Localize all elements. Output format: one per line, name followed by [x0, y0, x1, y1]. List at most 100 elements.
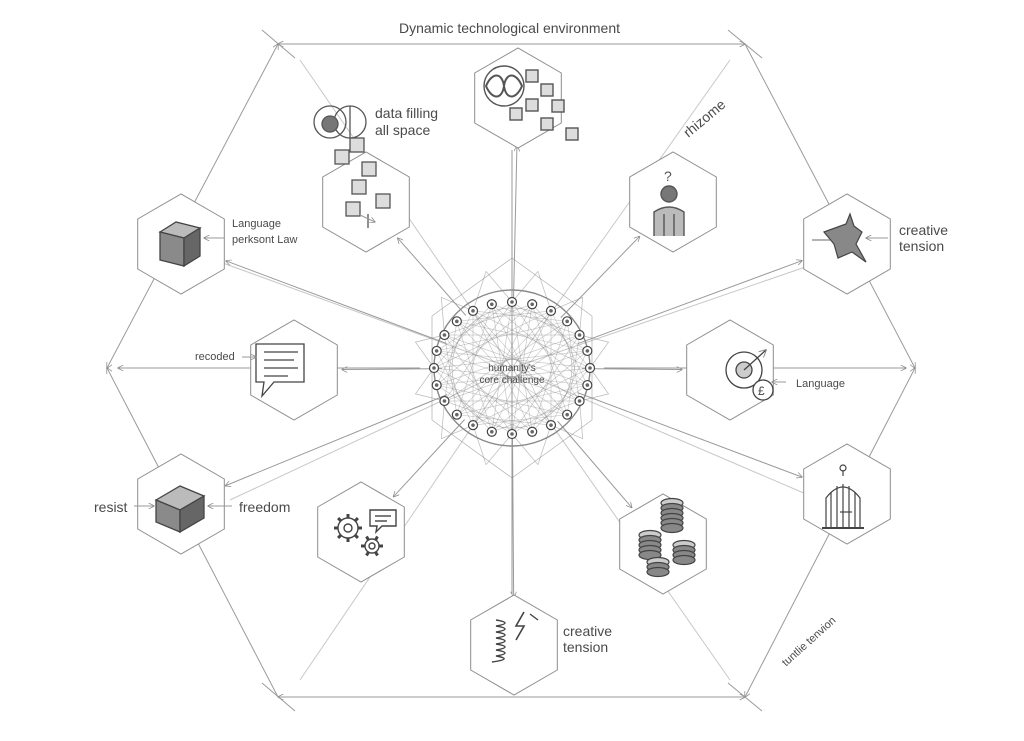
sphere-edge — [436, 320, 568, 352]
connector-hex-top — [513, 146, 517, 299]
hex-bottom — [470, 594, 558, 696]
sphere-spike — [440, 296, 474, 336]
guide-line-1 — [511, 59, 731, 369]
spring-lightning-icon — [491, 611, 539, 663]
sphere-edge — [511, 301, 588, 352]
hex-right-mid — [686, 319, 774, 421]
connector-hex-bottom-left — [394, 419, 465, 496]
sphere-edge — [456, 321, 493, 432]
sphere-edge — [491, 301, 513, 432]
sphere-edge — [511, 301, 533, 432]
person-question-icon: ? — [653, 168, 685, 236]
sphere-edge — [436, 350, 591, 369]
sphere-spike — [414, 367, 445, 402]
label-creative-tension-bottom-line2: tension — [563, 639, 609, 655]
hex-bottom-right — [619, 493, 707, 595]
sphere-edge — [436, 310, 474, 386]
label-pointers — [134, 214, 888, 506]
sphere-edge — [433, 367, 493, 432]
label-resist: resist — [94, 499, 128, 515]
sphere-edge — [444, 321, 568, 402]
network-node-core — [455, 412, 459, 417]
sphere-spike — [579, 367, 610, 402]
network-node-core — [471, 309, 475, 313]
sphere-edge — [456, 414, 552, 426]
svg-text:?: ? — [664, 168, 672, 184]
network-node-core — [565, 412, 569, 417]
connector-hex-left-mid — [342, 369, 443, 370]
cube-icon — [154, 485, 206, 534]
network-node-core — [442, 399, 447, 403]
sphere-edge — [531, 367, 591, 432]
sphere-edge — [444, 400, 533, 433]
sphere-edge — [531, 304, 591, 369]
network-node-core — [565, 319, 569, 324]
sphere-edge — [456, 321, 580, 402]
connector-hex-right-upper — [577, 261, 802, 345]
sphere-edge — [436, 384, 568, 416]
hex-top-right — [629, 151, 717, 253]
target-coin-icon: £ — [725, 350, 774, 401]
hex-bottom-left — [317, 481, 405, 583]
sphere-spike — [472, 425, 513, 466]
network-node-core — [549, 423, 553, 427]
label-recoded: recoded — [195, 351, 235, 363]
sphere-edge — [511, 304, 533, 435]
network-node-core — [585, 349, 590, 353]
sphere-edge — [444, 334, 458, 415]
network-node-core — [510, 432, 514, 436]
network-node-core — [434, 349, 439, 353]
network-node-core — [577, 399, 582, 403]
hex-top-left — [322, 151, 410, 253]
label-creative-tension-right-line2: tension — [899, 238, 945, 254]
sphere-edge — [472, 414, 568, 426]
gear-tooth — [365, 551, 370, 557]
sphere-edge — [511, 301, 580, 402]
sphere-spike — [550, 400, 584, 440]
sphere-edge — [491, 303, 588, 386]
sphere-edge — [550, 350, 588, 426]
diagram-title: Dynamic technological environment — [399, 20, 620, 36]
coin — [660, 522, 684, 534]
network-node-core — [432, 366, 436, 370]
sphere-edge — [436, 334, 580, 386]
network-node-core — [490, 429, 494, 434]
network-node-core — [530, 429, 534, 434]
sphere-edge — [456, 320, 588, 352]
guide-line-7 — [511, 367, 821, 501]
sphere-edge — [472, 321, 568, 426]
gear-tooth — [374, 551, 379, 557]
sphere-edge — [491, 304, 552, 426]
cube-icon — [158, 221, 202, 268]
sphere-edge — [433, 367, 552, 426]
gear-tooth — [374, 535, 379, 541]
sphere-edge — [433, 304, 493, 369]
label-language-line1: Language — [232, 218, 281, 230]
sphere-edge — [456, 310, 552, 322]
guide-line-2 — [299, 367, 513, 681]
label-creative-tension-bottom-line1: creative — [563, 623, 613, 639]
coin-stacks-icon — [638, 497, 696, 578]
sphere-edge — [566, 334, 580, 415]
connector-hex-left-lower — [225, 394, 448, 486]
sphere-spike — [550, 296, 584, 336]
sphere-spike — [414, 334, 445, 369]
sphere-edge — [444, 334, 513, 435]
sphere-edge — [444, 303, 533, 336]
gear-tooth — [337, 517, 342, 522]
sphere-edge — [436, 350, 533, 433]
gears-chat-icon — [334, 509, 397, 557]
svg-text:£: £ — [758, 384, 765, 398]
sphere-edge — [444, 350, 588, 402]
sphere-edge — [491, 400, 580, 433]
network-node-core — [434, 383, 439, 387]
sphere-outer-hex — [431, 257, 593, 479]
sphere-edge — [491, 304, 513, 435]
network-node-core — [442, 333, 447, 337]
network-node-core — [588, 366, 592, 370]
network-node-core — [585, 383, 590, 387]
network-node-core — [455, 319, 459, 324]
sphere-spike — [440, 400, 474, 440]
core-network-sphere — [414, 257, 610, 479]
